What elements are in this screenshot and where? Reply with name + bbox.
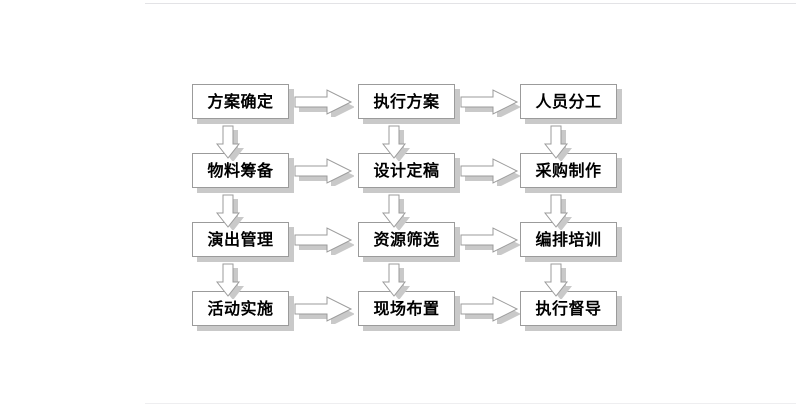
arrow-right-icon-r2c1-to-r2c2 xyxy=(294,156,354,186)
flow-node-face: 方案确定 xyxy=(192,84,289,119)
arrow-down-icon-r1c2-to-r2c2 xyxy=(380,125,410,161)
flow-node-r3c1[interactable]: 演出管理 xyxy=(192,222,294,262)
arrow-down-icon-r2c2-to-r3c2 xyxy=(380,194,410,230)
flow-node-label: 物料筹备 xyxy=(207,160,274,180)
flow-node-r2c3[interactable]: 采购制作 xyxy=(520,153,622,193)
flow-node-r1c3[interactable]: 人员分工 xyxy=(520,84,622,124)
flow-node-face: 执行督导 xyxy=(520,291,617,326)
flow-node-face: 活动实施 xyxy=(192,291,289,326)
flow-node-label: 资源筛选 xyxy=(373,229,440,249)
arrow-right-icon-r4c2-to-r4c3 xyxy=(460,294,520,324)
arrow-down-icon-r1c3-to-r2c3 xyxy=(542,125,572,161)
flow-node-face: 现场布置 xyxy=(358,291,455,326)
flow-node-r1c2[interactable]: 执行方案 xyxy=(358,84,460,124)
flow-node-face: 物料筹备 xyxy=(192,153,289,188)
flow-node-label: 活动实施 xyxy=(207,298,274,318)
arrow-down-icon-r3c1-to-r4c1 xyxy=(214,263,244,299)
flow-node-label: 执行督导 xyxy=(535,298,602,318)
flow-node-face: 演出管理 xyxy=(192,222,289,257)
flow-node-r4c1[interactable]: 活动实施 xyxy=(192,291,294,331)
flow-node-face: 采购制作 xyxy=(520,153,617,188)
arrow-right-icon-r1c1-to-r1c2 xyxy=(294,87,354,117)
arrow-down-icon-r2c3-to-r3c3 xyxy=(542,194,572,230)
arrow-down-icon-r1c1-to-r2c1 xyxy=(214,125,244,161)
flow-node-label: 方案确定 xyxy=(207,91,274,111)
flow-node-r4c2[interactable]: 现场布置 xyxy=(358,291,460,331)
page-rule-top xyxy=(145,3,796,4)
flow-node-face: 人员分工 xyxy=(520,84,617,119)
flow-node-r2c2[interactable]: 设计定稿 xyxy=(358,153,460,193)
arrow-right-icon-r1c2-to-r1c3 xyxy=(460,87,520,117)
flow-node-face: 设计定稿 xyxy=(358,153,455,188)
flow-node-face: 执行方案 xyxy=(358,84,455,119)
arrow-right-icon-r3c2-to-r3c3 xyxy=(460,225,520,255)
flow-node-face: 资源筛选 xyxy=(358,222,455,257)
flow-node-r3c2[interactable]: 资源筛选 xyxy=(358,222,460,262)
flow-node-r2c1[interactable]: 物料筹备 xyxy=(192,153,294,193)
flow-node-face: 编排培训 xyxy=(520,222,617,257)
flow-node-label: 现场布置 xyxy=(373,298,440,318)
flow-node-r1c1[interactable]: 方案确定 xyxy=(192,84,294,124)
flow-node-label: 编排培训 xyxy=(535,229,602,249)
arrow-down-icon-r2c1-to-r3c1 xyxy=(214,194,244,230)
flow-node-label: 执行方案 xyxy=(373,91,440,111)
arrow-down-icon-r3c2-to-r4c2 xyxy=(380,263,410,299)
page-rule-bottom xyxy=(145,403,796,404)
flow-node-r4c3[interactable]: 执行督导 xyxy=(520,291,622,331)
arrow-right-icon-r3c1-to-r3c2 xyxy=(294,225,354,255)
arrow-right-icon-r4c1-to-r4c2 xyxy=(294,294,354,324)
arrow-right-icon-r2c2-to-r2c3 xyxy=(460,156,520,186)
flow-node-label: 采购制作 xyxy=(535,160,602,180)
arrow-down-icon-r3c3-to-r4c3 xyxy=(542,263,572,299)
flow-node-label: 演出管理 xyxy=(207,229,274,249)
flow-node-r3c3[interactable]: 编排培训 xyxy=(520,222,622,262)
flow-node-label: 设计定稿 xyxy=(373,160,440,180)
flow-node-label: 人员分工 xyxy=(535,91,602,111)
